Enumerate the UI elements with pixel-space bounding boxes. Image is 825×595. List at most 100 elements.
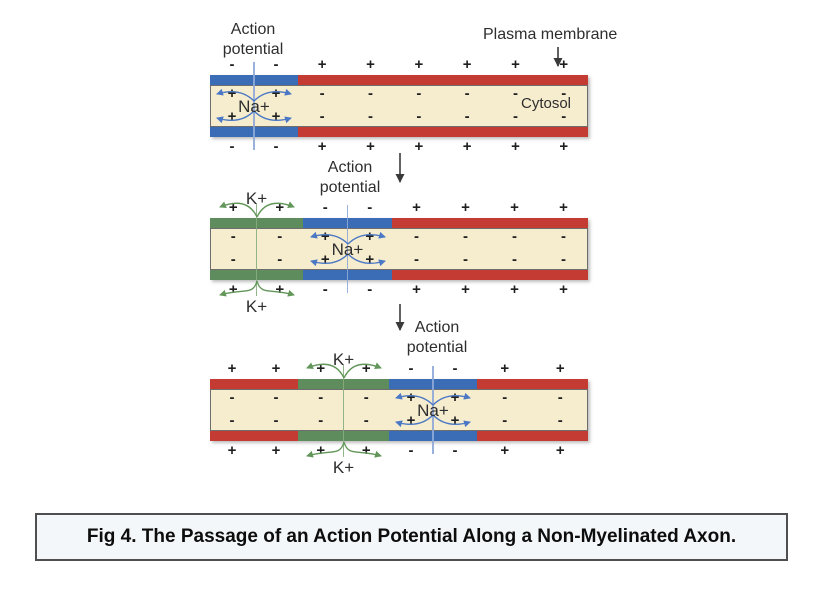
negative-charge: - <box>230 251 236 268</box>
negative-charge: - <box>512 251 517 268</box>
action-potential-label-stage-1: Action potential <box>193 20 313 60</box>
negative-charge: - <box>273 389 279 406</box>
positive-charge: + <box>412 281 421 298</box>
potassium-ion-label-top: K+ <box>332 350 355 369</box>
negative-charge: - <box>229 389 235 406</box>
potassium-efflux-arrows-top-icon <box>305 362 382 379</box>
charge-cell: -- <box>210 139 298 155</box>
potassium-ion-label-bottom: K+ <box>245 297 268 316</box>
charge-cell: ++++++ <box>298 139 588 155</box>
negative-charge: - <box>229 412 235 429</box>
charge-cell: ++ <box>210 282 303 298</box>
positive-charge: + <box>511 56 520 73</box>
negative-charge: - <box>452 442 458 459</box>
intracellular-charge-row-bottom: --++---- <box>210 252 588 268</box>
positive-charge: + <box>361 360 371 377</box>
negative-charge: - <box>463 228 468 245</box>
charge-cell: -- <box>303 200 392 216</box>
positive-charge: + <box>320 251 330 268</box>
positive-charge: + <box>500 442 510 459</box>
intracellular-charge-row-top: ++------ <box>210 86 588 102</box>
negative-charge: - <box>367 199 373 216</box>
charge-cell: -- <box>210 229 303 245</box>
positive-charge: + <box>555 360 565 377</box>
positive-charge: + <box>271 360 281 377</box>
positive-charge: + <box>414 138 424 155</box>
negative-charge: - <box>502 389 508 406</box>
positive-charge: + <box>271 85 281 102</box>
figure-caption-box: Fig 4. The Passage of an Action Potentia… <box>35 513 788 561</box>
positive-charge: + <box>500 360 510 377</box>
resting-membrane-segment <box>298 75 588 85</box>
positive-charge: + <box>317 138 327 155</box>
sodium-ion-label: Na+ <box>238 97 270 116</box>
action-potential-line1: Action <box>327 159 373 176</box>
plasma-membrane-pointer-arrow-icon <box>553 47 563 67</box>
charge-cell: ++ <box>210 200 303 216</box>
negative-charge: - <box>319 108 325 125</box>
charge-cell: ++ <box>477 361 588 377</box>
action-potential-track-line <box>432 366 434 454</box>
potassium-efflux-arrows-bottom-icon <box>305 441 382 458</box>
plasma-membrane-label: Plasma membrane <box>483 26 618 43</box>
extracellular-charge-row-bottom: --++++++ <box>210 139 588 155</box>
charge-cell: ++ <box>303 252 392 268</box>
cytosol-label: Cytosol <box>520 95 572 112</box>
charge-cell: -- <box>298 390 389 406</box>
charge-cell: -- <box>298 413 389 429</box>
negative-charge: - <box>367 85 373 102</box>
charge-cell: ++ <box>477 443 588 459</box>
action-potential-track-line <box>346 205 349 293</box>
action-potential-line1: Action <box>230 21 276 38</box>
potassium-efflux-arrows-bottom-icon <box>218 280 295 297</box>
resting-membrane-segment <box>298 127 588 137</box>
positive-charge: + <box>406 412 416 429</box>
positive-charge: + <box>228 281 238 298</box>
negative-charge: - <box>277 251 283 268</box>
negative-charge: - <box>273 56 279 73</box>
resting-membrane-segment <box>210 379 298 389</box>
positive-charge: + <box>227 360 237 377</box>
negative-charge: - <box>561 85 567 102</box>
resting-membrane-segment <box>477 431 588 441</box>
resting-membrane-segment <box>477 379 588 389</box>
resting-membrane-segment <box>392 218 588 228</box>
membrane-bar-bottom <box>210 127 588 137</box>
charge-cell: ++ <box>210 361 298 377</box>
negative-charge: - <box>416 108 422 125</box>
action-potential-line2: potential <box>222 41 284 58</box>
charge-cell: -- <box>303 282 392 298</box>
potassium-track-line <box>342 365 345 457</box>
positive-charge: + <box>271 108 281 125</box>
cytosol-region <box>210 228 588 270</box>
positive-charge: + <box>316 442 326 459</box>
positive-charge: + <box>559 281 568 298</box>
positive-charge: + <box>462 56 472 73</box>
positive-charge: + <box>559 138 569 155</box>
charge-cell: -- <box>389 443 477 459</box>
charge-cell: ++++ <box>392 282 588 298</box>
membrane-bar-bottom <box>210 270 588 280</box>
charge-cell: ++++ <box>392 200 588 216</box>
action-potential-line2: potential <box>406 339 468 356</box>
positive-charge: + <box>365 228 375 245</box>
positive-charge: + <box>275 281 285 298</box>
potassium-ion-label-bottom: K+ <box>332 458 355 477</box>
positive-charge: + <box>559 199 568 216</box>
charge-cell: -- <box>210 252 303 268</box>
sodium-ion-label: Na+ <box>417 401 449 420</box>
negative-charge: - <box>322 199 328 216</box>
potassium-efflux-arrows-top-icon <box>218 201 295 218</box>
negative-charge: - <box>363 412 369 429</box>
positive-charge: + <box>227 442 237 459</box>
intracellular-charge-row-bottom: ----++-- <box>210 413 588 429</box>
sodium-influx-arrows-icon <box>216 88 292 124</box>
negative-charge: - <box>408 442 414 459</box>
positive-charge: + <box>462 138 472 155</box>
negative-charge: - <box>318 389 324 406</box>
charge-cell: ------ <box>298 86 588 102</box>
positive-charge: + <box>450 412 460 429</box>
positive-charge: + <box>361 442 371 459</box>
charge-cell: ---- <box>392 229 588 245</box>
negative-charge: - <box>229 56 235 73</box>
